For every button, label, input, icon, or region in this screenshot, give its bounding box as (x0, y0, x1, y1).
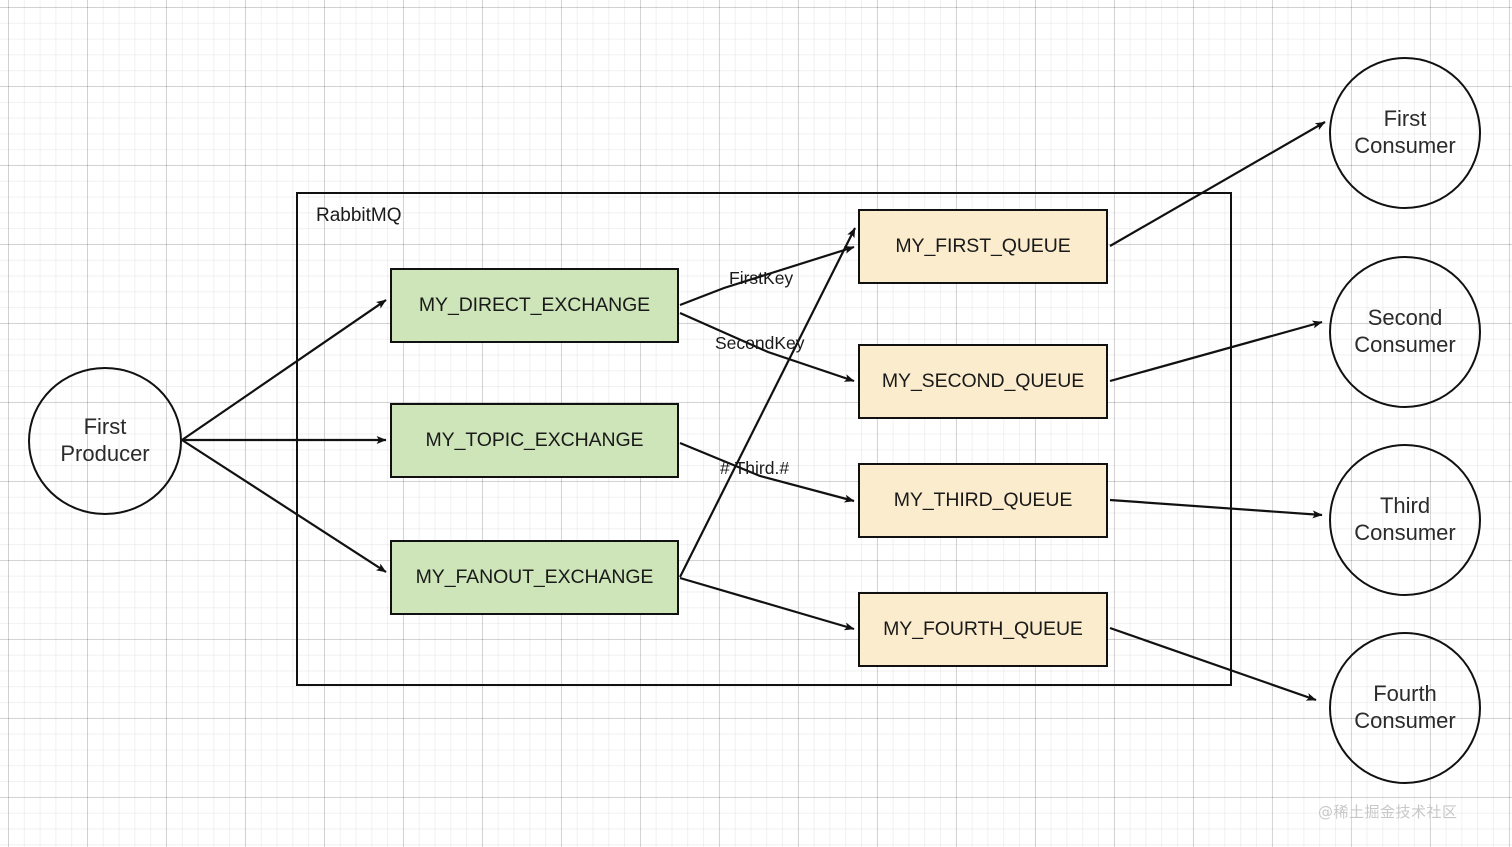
node-second-consumer[interactable]: Second Consumer (1329, 256, 1481, 408)
node-topic-exchange[interactable]: MY_TOPIC_EXCHANGE (390, 403, 679, 478)
binding-label-second-key: SecondKey (715, 333, 805, 353)
first-consumer-line1: First (1383, 106, 1427, 132)
second-consumer-line1: Second (1367, 305, 1443, 331)
node-fourth-queue[interactable]: MY_FOURTH_QUEUE (858, 592, 1108, 667)
second-queue-label: MY_SECOND_QUEUE (881, 370, 1085, 392)
node-first-producer[interactable]: First Producer (28, 367, 182, 515)
node-third-consumer[interactable]: Third Consumer (1329, 444, 1481, 596)
fourth-consumer-line2: Consumer (1354, 708, 1456, 733)
second-consumer-line2: Consumer (1354, 332, 1456, 357)
binding-label-first-key: FirstKey (729, 268, 794, 288)
node-third-queue[interactable]: MY_THIRD_QUEUE (858, 463, 1108, 538)
third-consumer-line2: Consumer (1354, 520, 1456, 545)
first-producer-line2: Producer (60, 441, 150, 466)
node-fourth-consumer[interactable]: Fourth Consumer (1329, 632, 1481, 784)
rabbitmq-container (296, 192, 1232, 686)
first-consumer-line2: Consumer (1354, 133, 1456, 158)
third-queue-label: MY_THIRD_QUEUE (893, 489, 1073, 511)
node-second-queue[interactable]: MY_SECOND_QUEUE (858, 344, 1108, 419)
fourth-consumer-line1: Fourth (1373, 681, 1437, 707)
direct-exchange-label: MY_DIRECT_EXCHANGE (418, 294, 651, 316)
fourth-queue-label: MY_FOURTH_QUEUE (883, 618, 1083, 640)
binding-label-third-key: #.Third.# (720, 458, 790, 478)
watermark-text: @稀土掘金技术社区 (1318, 803, 1458, 821)
node-direct-exchange[interactable]: MY_DIRECT_EXCHANGE (390, 268, 679, 343)
first-producer-line1: First (83, 414, 127, 440)
node-first-queue[interactable]: MY_FIRST_QUEUE (858, 209, 1108, 284)
first-queue-label: MY_FIRST_QUEUE (895, 235, 1071, 257)
third-consumer-line1: Third (1379, 493, 1431, 519)
topic-exchange-label: MY_TOPIC_EXCHANGE (425, 429, 644, 451)
node-fanout-exchange[interactable]: MY_FANOUT_EXCHANGE (390, 540, 679, 615)
rabbitmq-container-label: RabbitMQ (316, 205, 402, 226)
node-first-consumer[interactable]: First Consumer (1329, 57, 1481, 209)
fanout-exchange-label: MY_FANOUT_EXCHANGE (415, 566, 654, 588)
